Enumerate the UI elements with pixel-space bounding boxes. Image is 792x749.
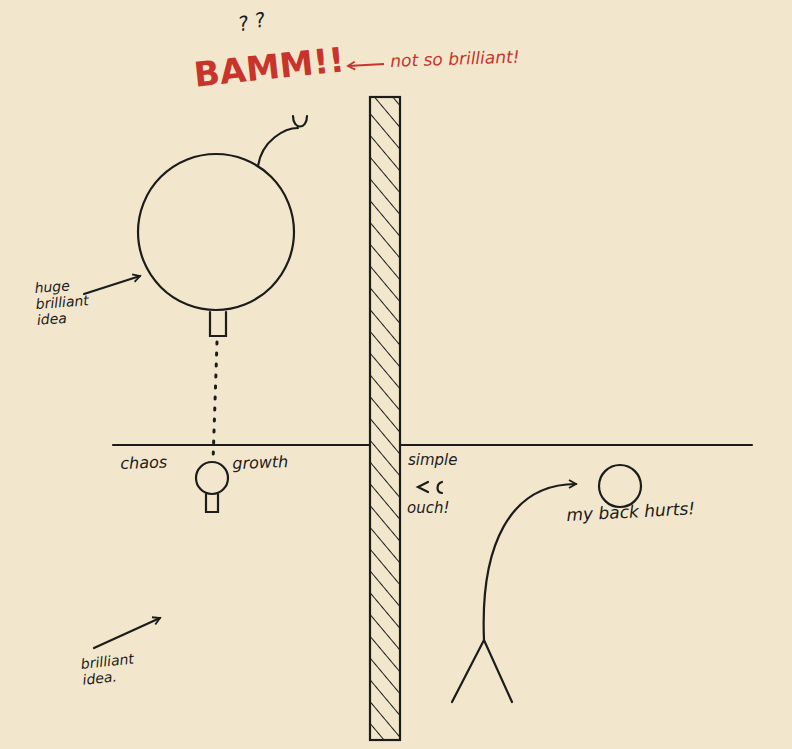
impact-mark	[418, 482, 428, 492]
balloon-knot	[206, 494, 218, 512]
balloon-tie	[293, 116, 307, 127]
growth-dots	[213, 342, 217, 462]
wall	[370, 97, 400, 740]
big-balloon	[138, 154, 294, 310]
phase-label: chaos	[120, 452, 201, 473]
annotation: not so brilliant!	[390, 45, 591, 72]
exclamation-marks: ? ?	[236, 0, 319, 36]
speech-note: my back hurts!	[566, 496, 767, 526]
ground-line	[400, 444, 752, 446]
impact-mark	[438, 482, 443, 493]
callout-label: huge brilliant idea	[34, 274, 119, 328]
impact-word: BAMM!!	[192, 40, 345, 95]
ground-line	[113, 444, 370, 446]
leader-arrow	[84, 276, 140, 294]
bent-back	[484, 484, 576, 640]
stick-head	[599, 465, 641, 507]
leader-arrow	[94, 618, 160, 648]
exclamation: ouch!	[407, 500, 467, 517]
red-arrow	[348, 64, 384, 66]
phase-label: simple	[408, 452, 488, 469]
small-balloon	[196, 462, 228, 494]
balloon-knot	[210, 312, 226, 336]
phase-label: growth	[232, 452, 323, 474]
callout-label: brilliant idea.	[80, 648, 163, 688]
stick-legs	[452, 640, 512, 702]
balloon-string	[258, 128, 298, 166]
